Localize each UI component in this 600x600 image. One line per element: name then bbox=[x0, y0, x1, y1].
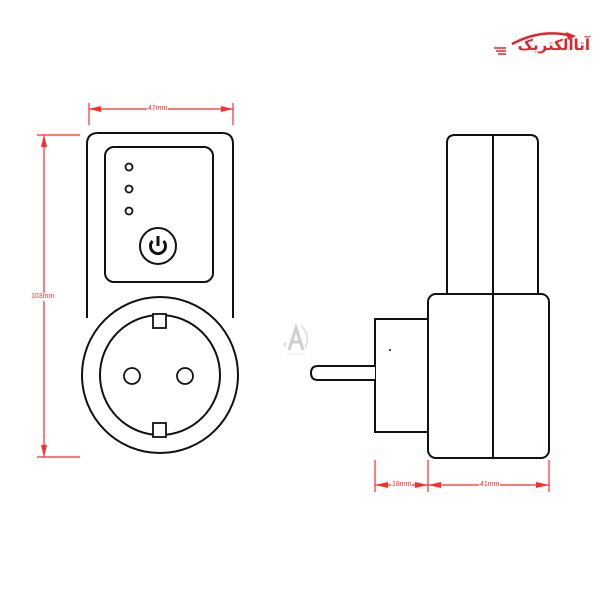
led-indicator-2 bbox=[124, 184, 134, 194]
front-view bbox=[81, 132, 239, 454]
side-lower-housing bbox=[427, 293, 550, 459]
power-button-icon bbox=[139, 227, 177, 265]
ground-clip-bottom bbox=[152, 422, 167, 438]
dimension-plug-depth-label: 18mm bbox=[391, 481, 413, 489]
control-panel bbox=[104, 146, 214, 283]
side-view bbox=[309, 134, 550, 459]
led-indicator-1 bbox=[124, 162, 134, 172]
brand-logo: آتاالکتریک bbox=[492, 30, 591, 58]
dimension-width-label: 47mm bbox=[147, 105, 169, 113]
dimension-height-label: 103mm bbox=[30, 293, 56, 301]
brand-name: آتاالکتریک bbox=[517, 36, 591, 54]
ground-clip-top bbox=[152, 313, 167, 329]
socket-outer-ring bbox=[81, 296, 239, 454]
dimension-body-depth-label: 41mm bbox=[479, 481, 501, 489]
socket-hole-left bbox=[123, 367, 141, 385]
front-housing bbox=[86, 132, 234, 318]
plug-pin bbox=[309, 365, 375, 381]
plug-base-dot bbox=[389, 349, 391, 351]
plug-base bbox=[374, 318, 429, 433]
watermark-a-icon bbox=[283, 323, 308, 355]
watermark-logo bbox=[281, 320, 311, 360]
socket-hole-right bbox=[176, 367, 194, 385]
brand-swoosh-icon bbox=[494, 32, 576, 55]
led-indicator-3 bbox=[124, 206, 134, 216]
